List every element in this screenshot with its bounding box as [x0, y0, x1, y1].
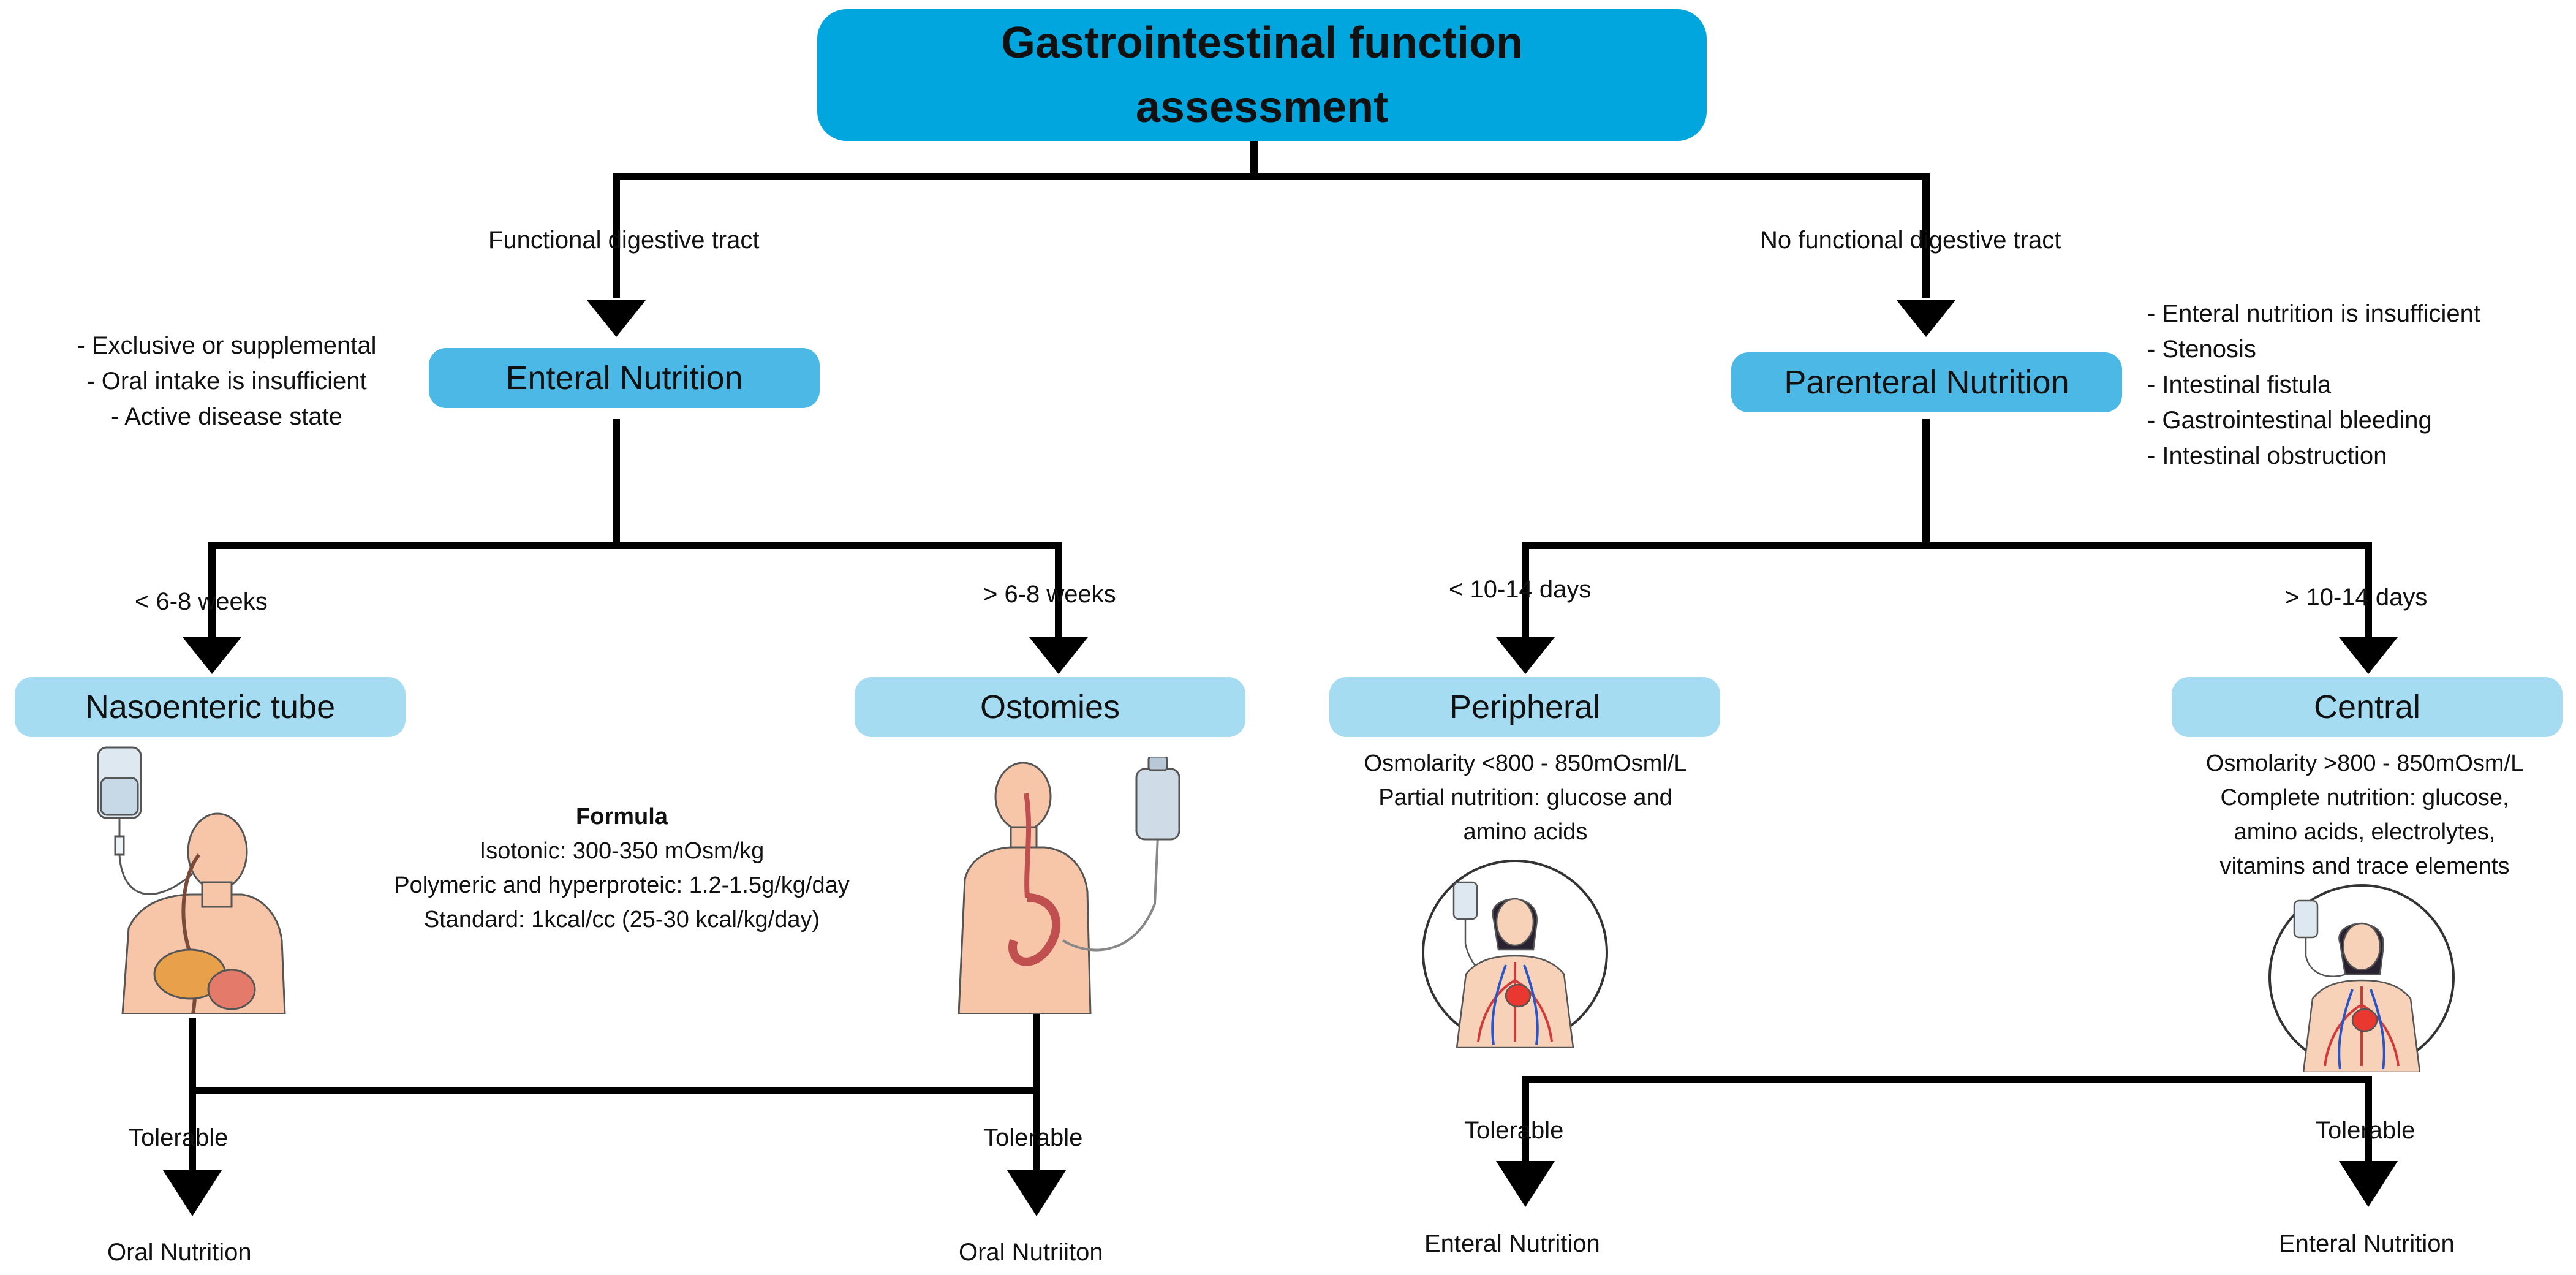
formula-heading: Formula	[576, 804, 668, 830]
enteral-criterion: - Oral intake is insufficient	[86, 368, 367, 395]
central-illustration	[2268, 884, 2455, 1072]
central-note: amino acids, electrolytes,	[2234, 819, 2496, 845]
formula-line: Polymeric and hyperproteic: 1.2-1.5g/kg/…	[394, 872, 850, 898]
arrow-parenteral	[1897, 300, 1955, 337]
central-note: vitamins and trace elements	[2219, 853, 2510, 879]
peripheral-note: Partial nutrition: glucose and	[1378, 785, 1672, 811]
label-no-functional-tract: No functional digestive tract	[1760, 227, 2061, 254]
ostomies-label: Ostomies	[980, 689, 1120, 725]
tolerable-label-peripheral: Tolerable	[1464, 1117, 1564, 1144]
label-short-enteral: < 6-8 weeks	[135, 588, 268, 615]
ostomy-illustration	[958, 757, 1180, 1014]
enteral-nutrition-box: Enteral Nutrition	[429, 348, 820, 408]
tolerable-label-central: Tolerable	[2316, 1117, 2415, 1144]
central-label: Central	[2313, 689, 2421, 725]
arrow-peripheral	[1496, 637, 1555, 674]
outcome-oral-right: Oral Nutriiton	[959, 1239, 1103, 1266]
peripheral-notes: Osmolarity <800 - 850mOsml/L Partial nut…	[1317, 746, 1734, 849]
outcome-enteral-left: Enteral Nutrition	[1424, 1230, 1600, 1257]
parenteral-criterion: - Intestinal fistula	[2147, 371, 2332, 398]
label-long-enteral: > 6-8 weeks	[983, 581, 1116, 608]
parenteral-criterion: - Enteral nutrition is insufficient	[2147, 300, 2480, 327]
parenteral-nutrition-label: Parenteral Nutrition	[1784, 364, 2069, 401]
nasoenteric-tube-box: Nasoenteric tube	[15, 677, 406, 737]
central-box: Central	[2172, 677, 2563, 737]
label-long-parenteral: > 10-14 days	[2285, 584, 2428, 611]
enteral-criteria: - Exclusive or supplemental - Oral intak…	[55, 328, 398, 434]
outcome-oral-left: Oral Nutrition	[107, 1239, 252, 1266]
tolerable-label-ostomy: Tolerable	[983, 1124, 1083, 1151]
formula-line: Isotonic: 300-350 mOsm/kg	[479, 838, 765, 864]
nasoenteric-tube-illustration	[97, 746, 286, 1014]
arrow-ostomy	[1029, 637, 1088, 674]
enteral-criterion: - Exclusive or supplemental	[77, 332, 377, 359]
nasoenteric-tube-label: Nasoenteric tube	[85, 689, 336, 725]
parenteral-criterion: - Gastrointestinal bleeding	[2147, 407, 2432, 434]
central-note: Complete nutrition: glucose,	[2220, 785, 2509, 811]
parenteral-nutrition-box: Parenteral Nutrition	[1731, 352, 2122, 412]
outcome-enteral-right: Enteral Nutrition	[2279, 1230, 2455, 1257]
parenteral-criterion: - Intestinal obstruction	[2147, 442, 2387, 469]
arrow-oral-right	[1007, 1170, 1066, 1216]
formula-note: Formula Isotonic: 300-350 mOsm/kg Polyme…	[340, 800, 904, 937]
title-box: Gastrointestinal function assessment	[817, 9, 1707, 141]
enteral-nutrition-label: Enteral Nutrition	[505, 360, 743, 396]
label-functional-tract: Functional digestive tract	[488, 227, 760, 254]
arrow-central	[2339, 637, 2398, 674]
peripheral-note: Osmolarity <800 - 850mOsml/L	[1364, 751, 1687, 776]
central-notes: Osmolarity >800 - 850mOsm/L Complete nut…	[2153, 746, 2576, 883]
parenteral-criterion: - Stenosis	[2147, 336, 2256, 363]
central-note: Osmolarity >800 - 850mOsm/L	[2205, 751, 2524, 776]
ostomies-box: Ostomies	[855, 677, 1245, 737]
peripheral-label: Peripheral	[1449, 689, 1601, 725]
arrow-enteral-left	[1496, 1161, 1555, 1207]
peripheral-box: Peripheral	[1329, 677, 1720, 737]
arrow-enteral-right	[2339, 1161, 2398, 1207]
tolerable-label-left: Tolerable	[129, 1124, 229, 1151]
enteral-criterion: - Active disease state	[111, 403, 342, 430]
peripheral-illustration	[1422, 860, 1608, 1048]
parenteral-criteria: - Enteral nutrition is insufficient - St…	[2147, 296, 2480, 474]
peripheral-note: amino acids	[1463, 819, 1588, 845]
formula-line: Standard: 1kcal/cc (25-30 kcal/kg/day)	[423, 907, 820, 933]
arrow-enteral	[587, 300, 646, 337]
arrow-oral-left	[163, 1170, 222, 1216]
arrow-naso	[183, 637, 241, 674]
title-text: Gastrointestinal function assessment	[1000, 18, 1524, 132]
label-short-parenteral: < 10-14 days	[1449, 576, 1592, 603]
